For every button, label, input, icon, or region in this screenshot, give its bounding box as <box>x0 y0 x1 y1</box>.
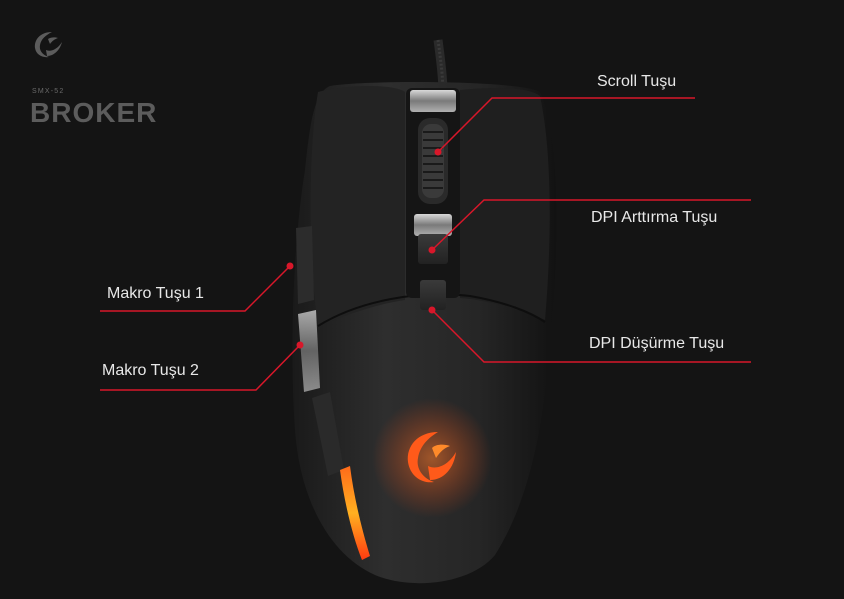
callout-label-dpi-up: DPI Arttırma Tuşu <box>591 209 718 226</box>
dpi-trim <box>414 214 452 236</box>
callout-dot-macro-1 <box>286 262 294 270</box>
side-grip-button <box>312 392 344 476</box>
brand-logo-icon <box>34 32 62 58</box>
callout-line-macro-2 <box>100 344 301 391</box>
model-number: SMX-52 <box>32 88 65 95</box>
top-metal-trim <box>410 90 456 112</box>
logo-glow <box>372 398 492 518</box>
callout-dot-scroll <box>434 148 442 156</box>
right-main-button <box>460 88 550 320</box>
dpi-down-button <box>420 280 446 310</box>
callout-dot-dpi-up <box>428 246 436 254</box>
callout-label-dpi-down: DPI Düşürme Tuşu <box>589 335 725 352</box>
scroll-wheel <box>418 118 448 204</box>
left-main-button <box>310 86 405 326</box>
callout-label-macro-1: Makro Tuşu 1 <box>107 285 204 302</box>
callout-label-macro-2: Makro Tuşu 2 <box>102 362 199 379</box>
callout-dot-dpi-down <box>428 306 436 314</box>
rampage-swirl-logo-icon <box>407 432 456 483</box>
callout-dot-macro-2 <box>296 341 304 349</box>
macro-button-2 <box>298 310 320 392</box>
product-name: BROKER <box>30 97 158 128</box>
callout-line-scroll <box>437 97 695 153</box>
macro-button-1 <box>296 226 314 304</box>
callout-lines <box>100 97 751 391</box>
rgb-light-strip <box>340 466 370 560</box>
callout-label-scroll: Scroll Tuşu <box>597 73 677 90</box>
callout-line-macro-1 <box>100 265 291 312</box>
callout-line-dpi-down <box>431 309 751 363</box>
callout-line-dpi-up <box>431 199 751 251</box>
callout-dots <box>286 148 442 349</box>
